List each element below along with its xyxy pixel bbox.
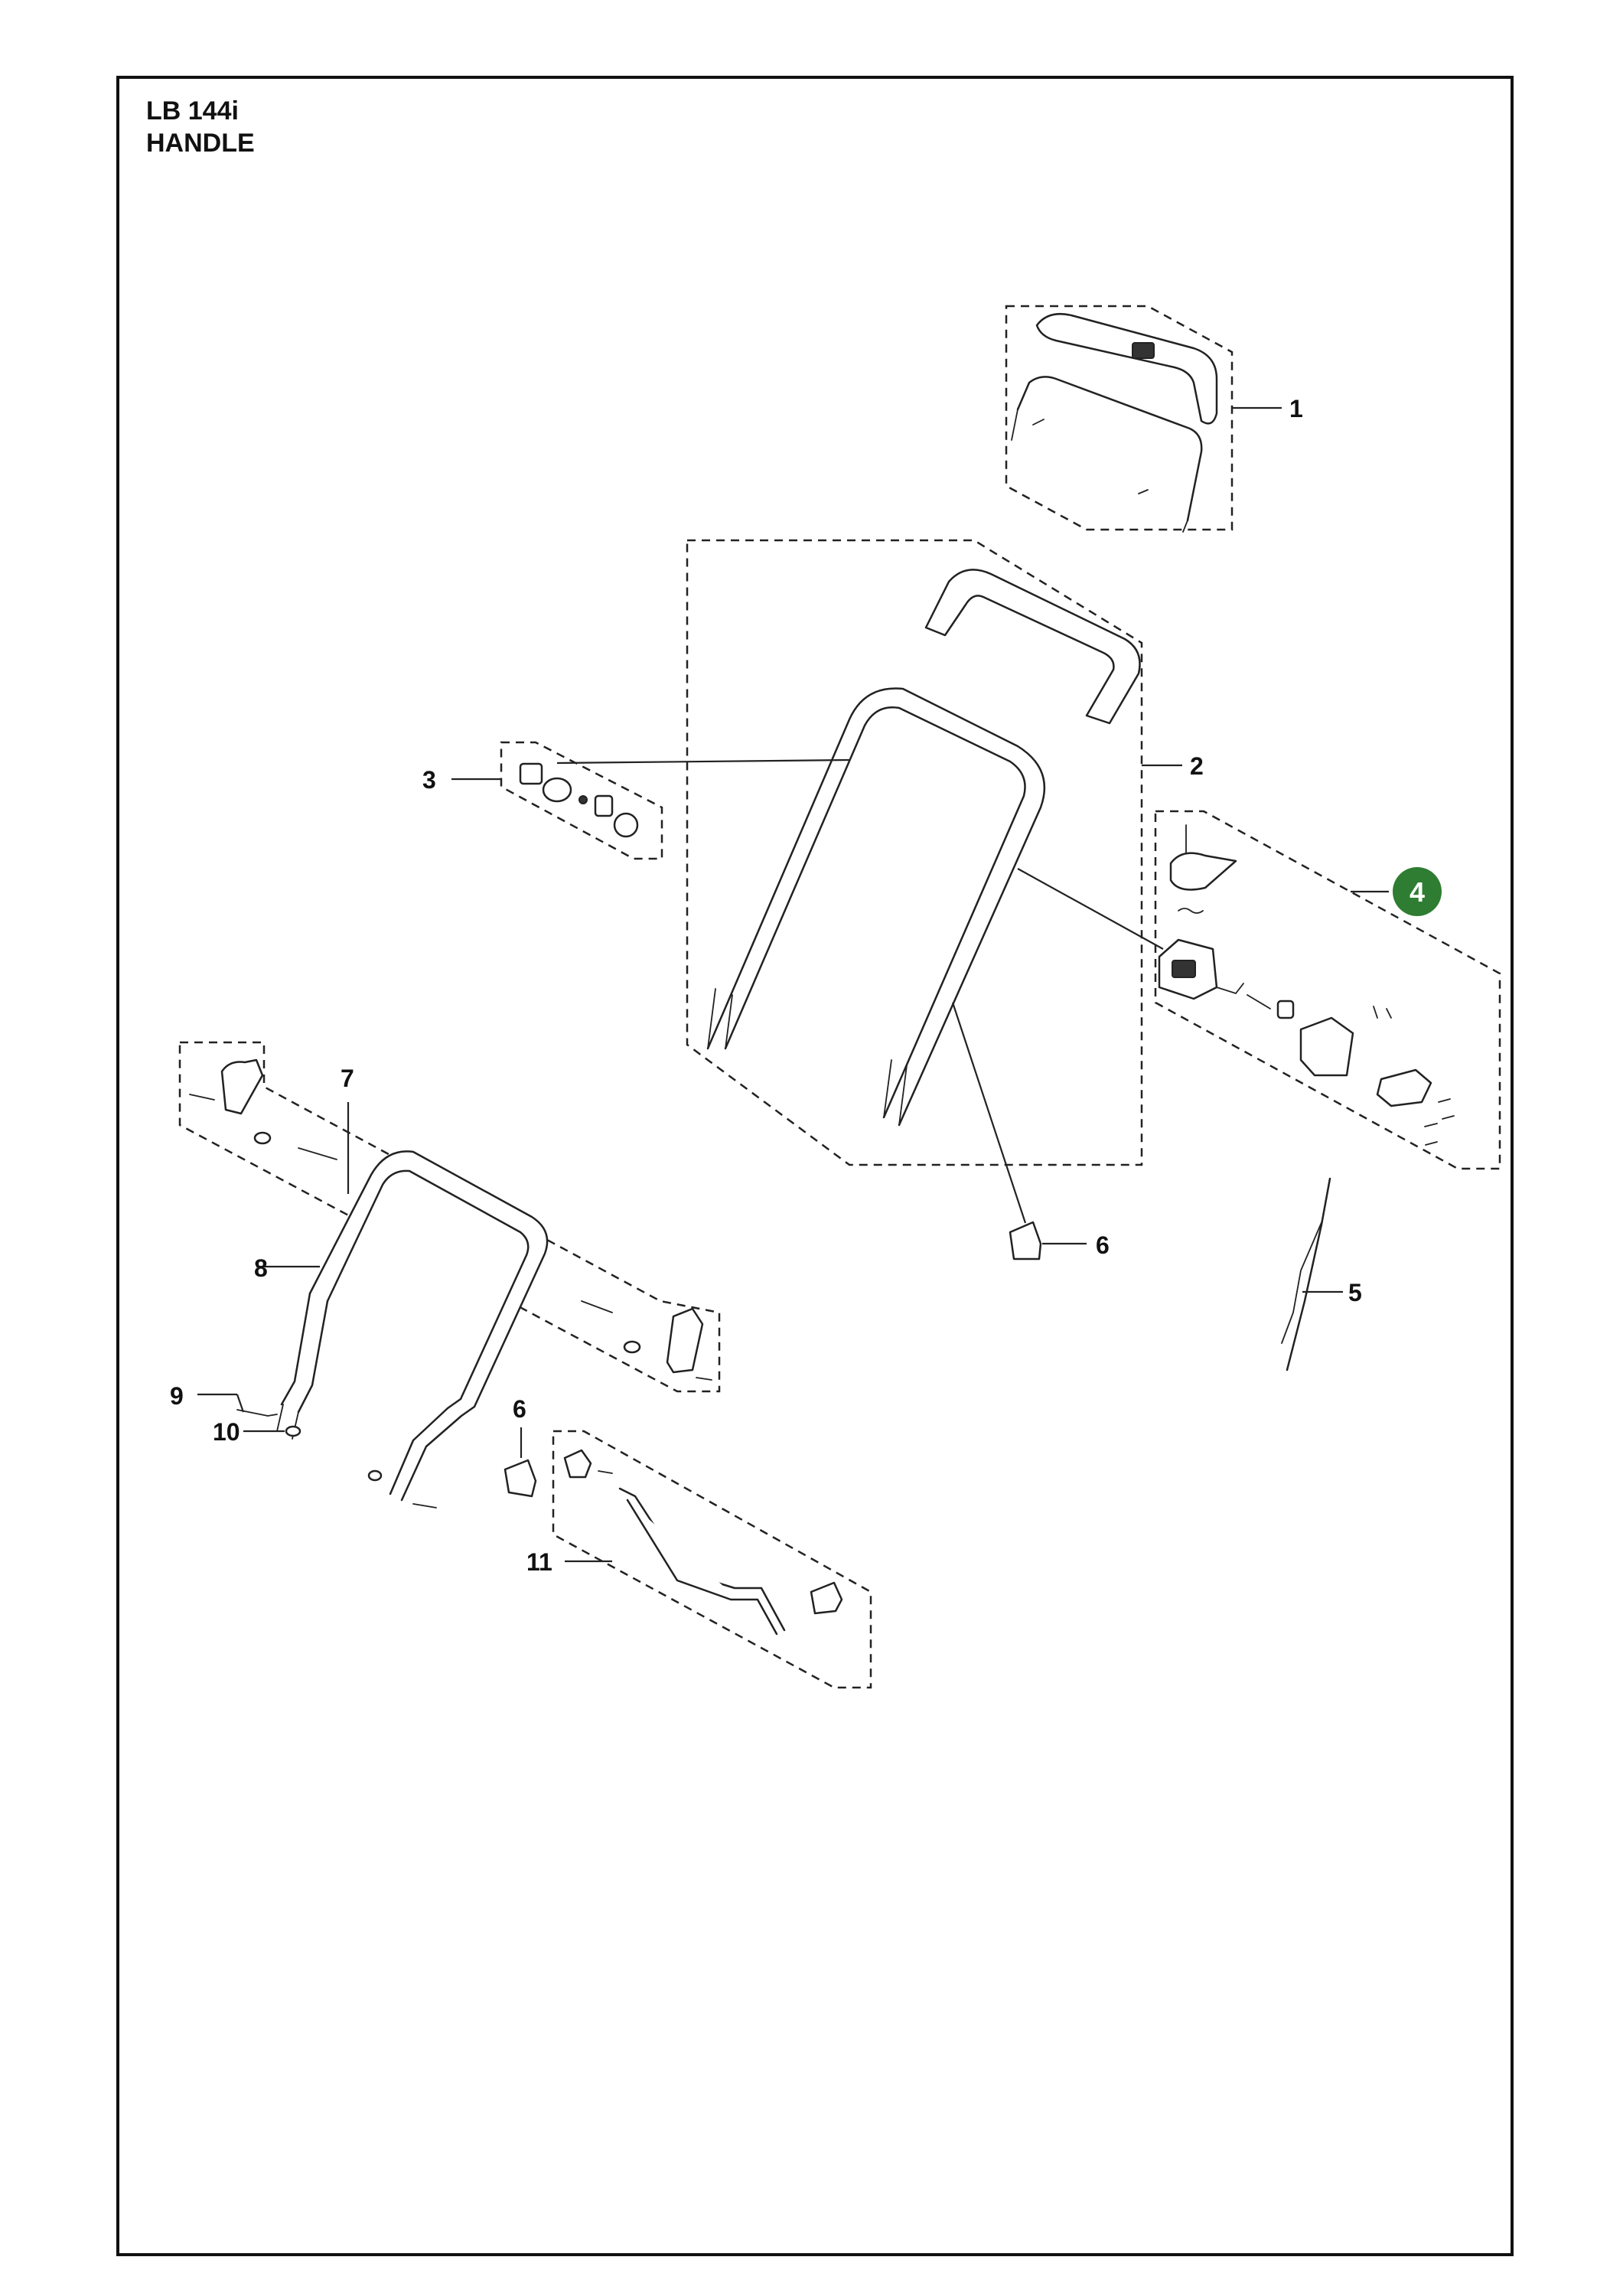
page-frame [116, 76, 1514, 2256]
callout-2: 2 [1190, 752, 1204, 780]
callout-5: 5 [1348, 1279, 1362, 1306]
part-6-lower-cap[interactable] [504, 1427, 537, 1498]
part-9-bolt[interactable] [197, 1393, 278, 1417]
part-5-cable[interactable] [1281, 1177, 1343, 1371]
callout-3: 3 [422, 766, 436, 794]
page-title: LB 144i HANDLE [146, 95, 255, 159]
part-group-1[interactable] [1005, 305, 1282, 533]
part-group-11[interactable] [552, 1430, 872, 1689]
part-group-2[interactable] [686, 539, 1182, 1166]
grip-button-icon [1132, 342, 1155, 359]
callout-6-lower: 6 [513, 1395, 526, 1423]
callout-1: 1 [1289, 395, 1303, 422]
callout-7: 7 [341, 1065, 354, 1092]
part-10-nut[interactable] [243, 1425, 437, 1508]
highlight-badge [1393, 867, 1442, 916]
part-group-3[interactable] [451, 741, 850, 860]
callout-6-upper: 6 [1096, 1231, 1110, 1259]
part-8-lower-handle[interactable] [256, 1150, 549, 1502]
section-name: HANDLE [146, 129, 255, 158]
callout-9: 9 [170, 1382, 184, 1410]
part-6-upper-cap[interactable] [951, 1002, 1087, 1261]
callout-8: 8 [254, 1254, 268, 1282]
callout-10: 10 [213, 1418, 240, 1446]
callout-4-highlight: 4 [1393, 867, 1442, 916]
part-group-4[interactable] [1017, 810, 1501, 1170]
model-name: LB 144i [146, 96, 239, 126]
callout-4: 4 [1410, 876, 1425, 908]
callout-11: 11 [526, 1548, 552, 1576]
